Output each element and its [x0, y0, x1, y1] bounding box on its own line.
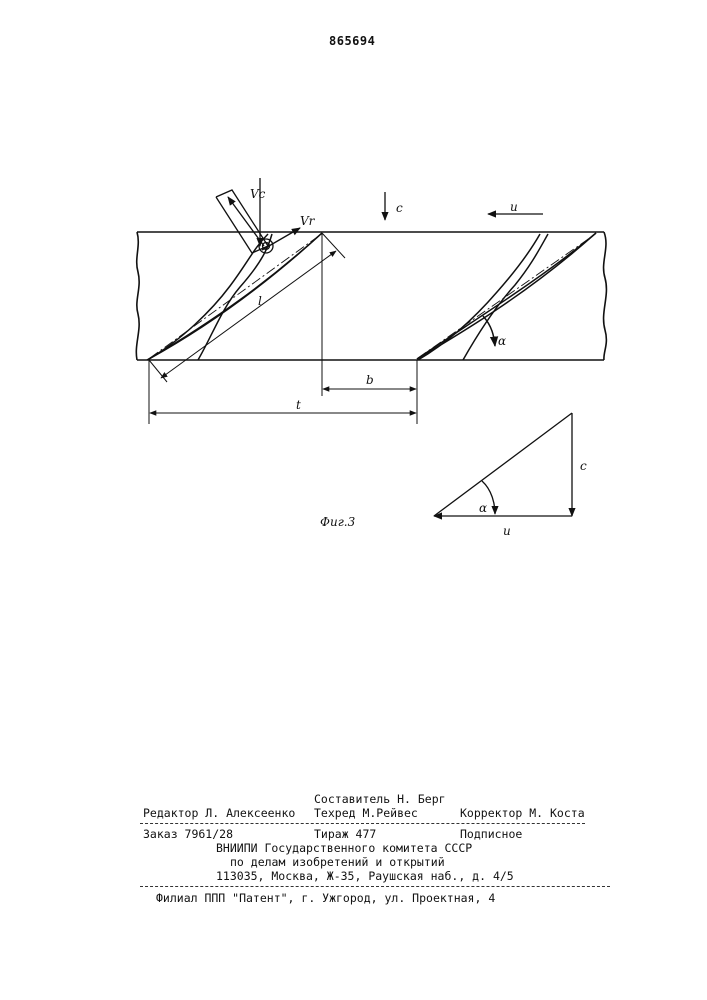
footer-rule-2: [140, 886, 610, 887]
corrector-line: Корректор М. Коста: [460, 806, 585, 820]
branch-line: Филиал ППП "Патент", г. Ужгород, ул. Про…: [156, 891, 495, 905]
footer-rule-1: [140, 823, 585, 824]
institute-line-1: ВНИИПИ Государственного комитета СССР: [216, 841, 472, 855]
subscription-line: Подписное: [460, 827, 522, 841]
circulation-line: Тираж 477: [314, 827, 376, 841]
address-line: 113035, Москва, Ж-35, Раушская наб., д. …: [216, 869, 514, 883]
order-line: Заказ 7961/28: [143, 827, 233, 841]
institute-line-2: по делам изобретений и открытий: [230, 855, 445, 869]
editor-line: Редактор Л. Алексеенко: [143, 806, 295, 820]
techred-line: Техред М.Рейвес: [314, 806, 418, 820]
compiler-line: Составитель Н. Берг: [314, 792, 446, 806]
